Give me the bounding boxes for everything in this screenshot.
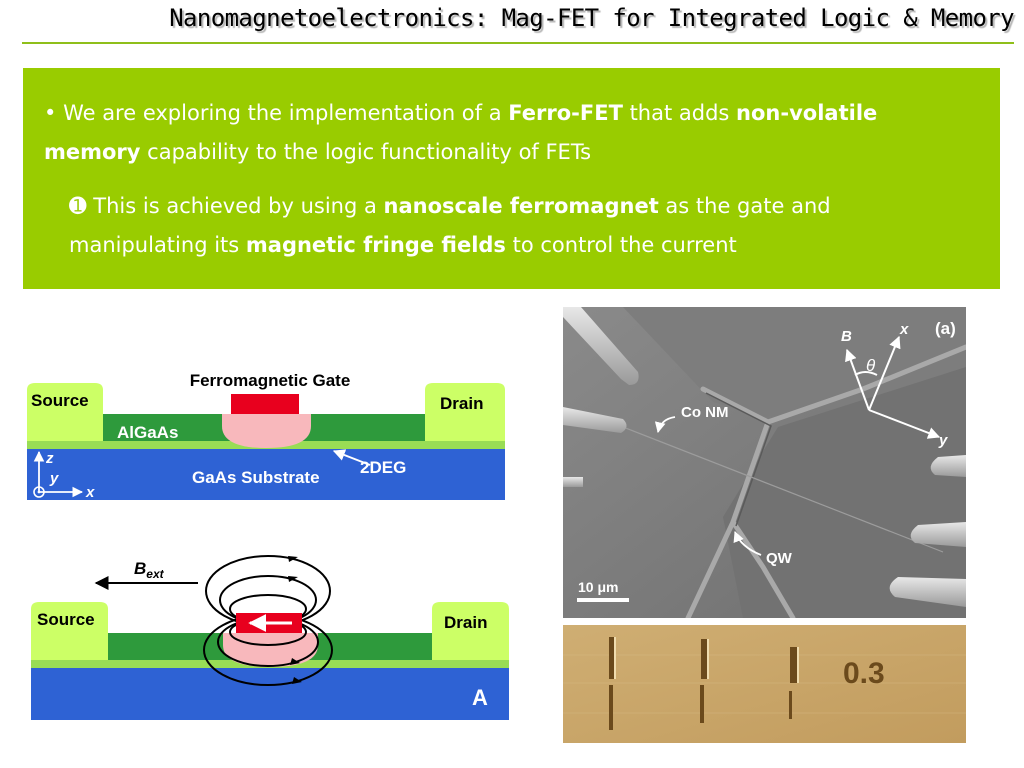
2deg-label: 2DEG [360,458,406,477]
axis-triad: z y x [33,450,95,501]
panel-label-A: A [472,685,488,710]
bullet1-bold-2: non-volatile memory [44,101,878,164]
co-nm-pointer [654,416,676,434]
scale-bar [577,598,629,602]
substrate-label: GaAs Substrate [192,468,320,487]
afm-nanomagnet-bars [609,637,797,730]
qw-pointer [733,530,762,556]
source-contact-2 [31,602,108,660]
summary-box [23,68,1000,289]
afm-bar-highlights [614,637,799,683]
sem-axis-x-label: x [899,321,909,338]
source-label-2: Source [37,610,95,629]
sem-axis-B-label: B [841,328,852,345]
sem-theta-label: θ [866,356,876,375]
qw-label: QW [766,550,793,567]
bullet2-bold-1: nanoscale ferromagnet [383,194,659,218]
sem-axis-diagram [845,335,941,439]
drain-label-2: Drain [444,613,487,632]
title-underline [22,42,1014,44]
afm-image: 0.3 [563,625,966,743]
sem-axis-y-label: y [938,432,948,449]
depletion-region [222,414,311,448]
axis-x-label: x [85,484,95,501]
bullet1-text-3: capability to the logic functionality of… [140,140,592,164]
substrate-layer-2 [31,667,509,720]
co-nm-label: Co NM [681,404,729,421]
source-label: Source [31,391,89,410]
co-nanomagnet-line [622,426,944,553]
afm-label: 0.3 [843,657,885,690]
drain-contact-2 [432,602,509,660]
bullet-point-1: • We are exploring the implementation of… [44,94,974,172]
mesa-region-right [723,367,966,618]
axis-z-label: z [45,450,54,467]
bullet1-text-2: that adds [622,101,737,125]
sem-micrograph: (a) Co NM QW B x y θ 10 μm [563,307,966,618]
bullet1-text-1: We are exploring the implementation of a [63,101,509,125]
slide-title: Nanomagnetoelectronics: Mag-FET for Inte… [169,4,1014,32]
bullet1-bold-1: Ferro-FET [508,101,623,125]
algaas-label: AlGaAs [117,423,178,442]
bullet2-bold-2: magnetic fringe fields [245,233,506,257]
substrate-layer [27,448,505,500]
axis-y-label: y [49,470,59,487]
mag-fet-cross-section: Ferromagnetic Gate Source Drain AlGaAs G… [27,371,505,501]
sem-panel-label: (a) [935,319,956,338]
numbered-marker: ➊ [69,194,94,218]
bullet-marker: • [44,101,64,125]
bullet2-text-3: to control the current [505,233,737,257]
mag-fet-fringe-field-diagram: Bext Source Drain A [31,555,509,720]
bullet2-text-2: as the gate and manipulating its [69,194,831,257]
bullet-point-2: ➊ This is achieved by using a nanoscale … [69,187,969,265]
scale-bar-label: 10 μm [578,579,618,595]
ferromagnetic-gate [231,394,299,414]
device-diagrams: Ferromagnetic Gate Source Drain AlGaAs G… [27,371,509,720]
bext-label: Bext [134,559,165,581]
drain-contact [425,383,505,441]
bullet2-text-1: This is achieved by using a [93,194,384,218]
drain-label: Drain [440,394,483,413]
source-contact [27,383,103,441]
2deg-pointer [332,449,371,466]
gate-label: Ferromagnetic Gate [190,371,351,390]
probe-contacts [563,307,966,607]
